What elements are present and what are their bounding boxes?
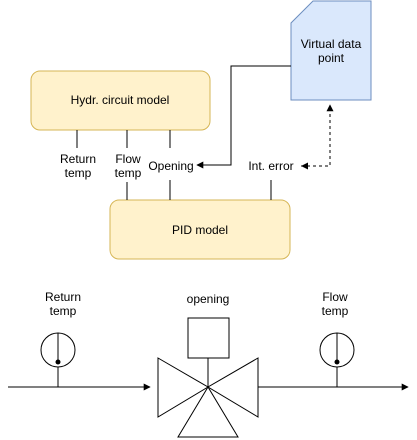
hw-return-temp-label-line2: temp: [50, 304, 77, 318]
pid-model-label: PID model: [172, 223, 228, 237]
flow-temp-sensor-icon[interactable]: [319, 332, 355, 387]
hw-return-temp-label-line1: Return: [45, 290, 81, 304]
hw-flow-temp-label-line2: temp: [322, 304, 349, 318]
virtual-data-point-label-line2: point: [318, 51, 345, 65]
hydr-circuit-model-box[interactable]: [30, 70, 211, 131]
pid-opening-label: Opening: [148, 159, 193, 173]
virtual-data-point-shape[interactable]: [290, 0, 372, 101]
hydr-flow-temp-label-line2: temp: [115, 166, 142, 180]
hw-flow-temp-label-line1: Flow: [322, 290, 348, 304]
valve-actuator-icon: [187, 317, 230, 359]
hydr-return-temp-label-line2: temp: [65, 166, 92, 180]
opening-connector-arrow[interactable]: [196, 65, 291, 169]
virtual-data-point-label-line1: Virtual data: [301, 37, 362, 51]
hydr-return-temp-label-line1: Return: [60, 152, 96, 166]
pid-int-error-label: Int. error: [248, 159, 293, 173]
three-way-valve-icon[interactable]: [157, 317, 259, 438]
int-error-connector-arrow[interactable]: [301, 104, 334, 167]
hw-opening-label: opening: [187, 292, 230, 306]
int-error-start-arrowhead: [301, 162, 308, 170]
hydr-flow-temp-label-line1: Flow: [115, 152, 141, 166]
pid-model-box[interactable]: [109, 199, 291, 260]
return-temp-sensor-icon[interactable]: [40, 332, 76, 387]
hydr-circuit-model-label: Hydr. circuit model: [71, 93, 170, 107]
